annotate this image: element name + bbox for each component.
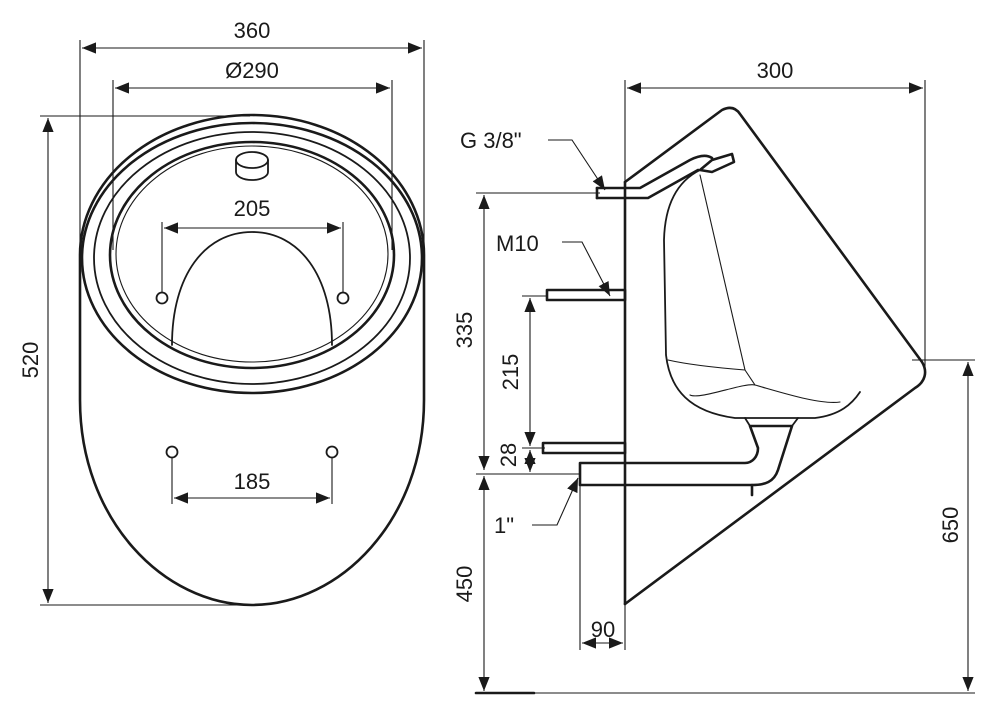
dim-bracket-spacing-label: 205 (234, 196, 271, 221)
basin-inner-edge (115, 145, 389, 363)
inlet-pipe (595, 154, 714, 190)
front-view: 360 Ø290 205 185 520 (18, 18, 426, 607)
dim-outlet-offset-label: 90 (591, 617, 615, 642)
anchor-bolt-label: M10 (496, 231, 539, 256)
bracket-hole-right (336, 291, 350, 305)
rim-outer (80, 121, 424, 395)
spray-nozzle (235, 151, 269, 169)
outlet-label: 1" (494, 513, 514, 538)
bracket-hole-left (155, 291, 169, 305)
spray-head (698, 152, 736, 174)
rim-middle (93, 131, 411, 385)
rim-inner (108, 140, 396, 370)
bolt-upper (545, 288, 627, 302)
leader-anchor-bolt (562, 241, 611, 297)
side-bowl-rim (699, 174, 756, 386)
leader-water-inlet (548, 139, 606, 191)
water-inlet-label: G 3/8" (460, 128, 522, 153)
dim-rim-diameter-label: Ø290 (225, 58, 279, 83)
leader-outlet (532, 477, 579, 526)
dim-outlet-height-label: 450 (452, 566, 477, 603)
dim-width-label: 360 (234, 18, 271, 43)
bottom-hole-left (165, 445, 179, 459)
dim-bottom-hole-spacing-label: 185 (234, 469, 271, 494)
side-view: 300 G 3/8" M10 1" 335 215 28 450 9 (452, 58, 975, 695)
dim-depth-label: 300 (757, 58, 794, 83)
spray-nozzle-body (235, 159, 269, 181)
dim-bolt-spacing-label: 215 (498, 354, 523, 391)
bolt-lower (541, 441, 627, 455)
side-bowl-inner (663, 169, 861, 419)
dim-rim-height-label: 650 (938, 507, 963, 544)
bottom-hole-right (325, 445, 339, 459)
dim-height-label: 520 (18, 342, 43, 379)
side-body-outline (623, 106, 927, 606)
dim-bolt-outlet-label: 28 (496, 443, 521, 467)
front-body-outline (78, 113, 426, 607)
outlet-pipe (578, 424, 794, 487)
side-bowl-floor (689, 384, 841, 403)
dim-inlet-height-label: 335 (452, 312, 477, 349)
side-bowl-ridge (667, 359, 746, 371)
drain-opening (171, 231, 333, 346)
inlet-pipe-lower (595, 168, 700, 200)
